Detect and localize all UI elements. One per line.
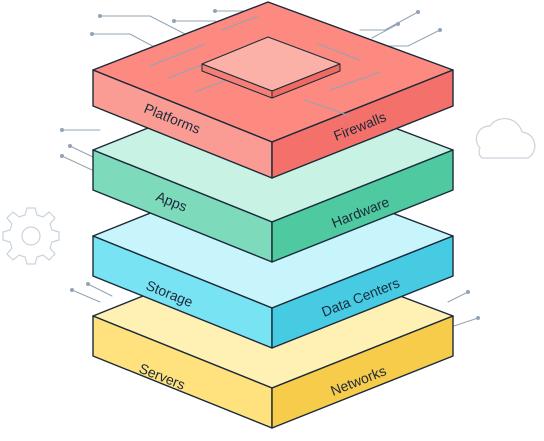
cloud-icon (475, 117, 536, 159)
gear-icon (2, 207, 60, 265)
layer-third-right-face (271, 235, 454, 349)
circuit-traces (60, 9, 480, 327)
layer-bottom-right-face (271, 315, 454, 429)
chip (201, 36, 341, 99)
layer-platforms-firewalls: Platforms Firewalls (92, 1, 454, 179)
layer-second-right-face (271, 149, 454, 263)
layer-top-right-face (271, 69, 454, 179)
